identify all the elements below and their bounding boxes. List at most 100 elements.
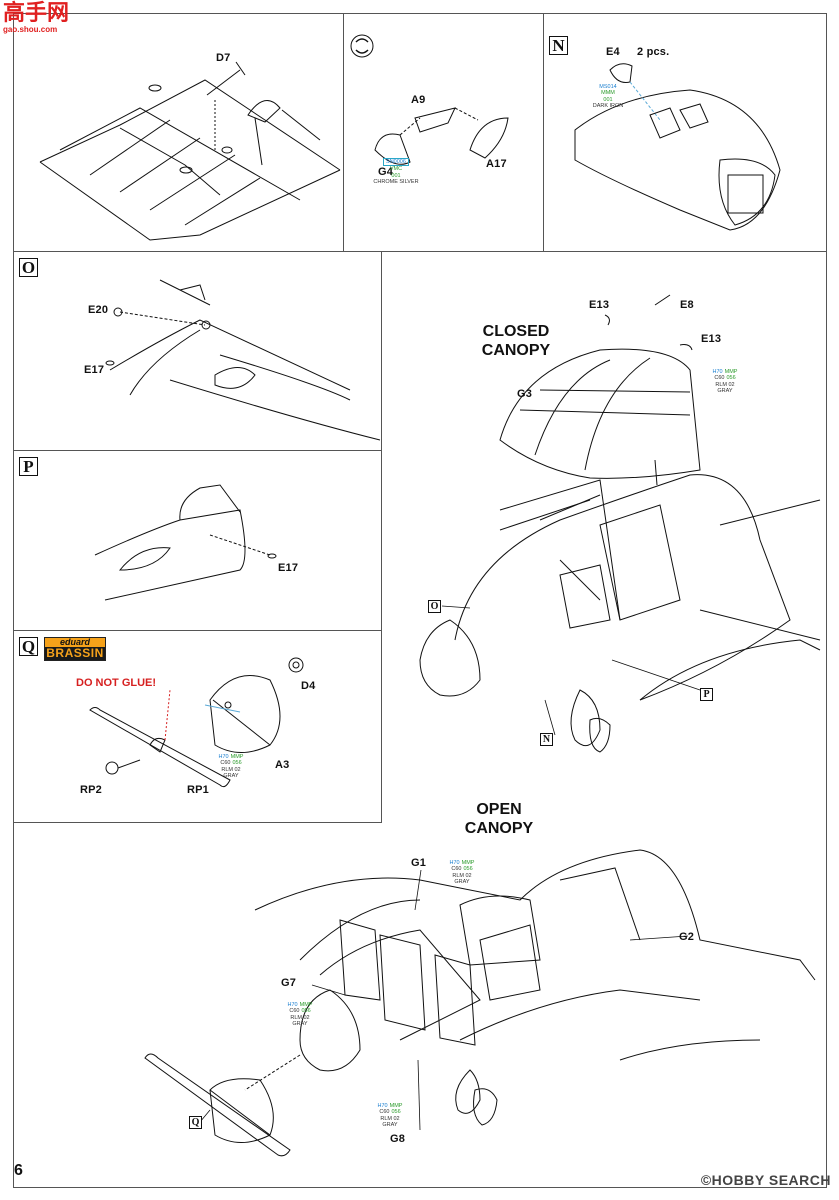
paint-number: 056 <box>232 760 242 767</box>
part-label-g4: G4 <box>378 166 394 178</box>
ref-step-o: O <box>428 600 441 613</box>
wing-panel-drawing <box>39 61 341 241</box>
open-canopy-aircraft-drawing <box>144 849 816 1157</box>
paint-rlm: RLM 02 <box>290 1014 310 1021</box>
main-assembly-frame <box>13 251 827 1188</box>
part-label-a9: A9 <box>411 94 426 106</box>
paint-c-code: C60 <box>379 1109 390 1116</box>
propeller-spinner-drawing <box>89 657 304 788</box>
paint-number: 056 <box>301 1008 311 1015</box>
watermark-logo-text: 高手网 <box>3 1 70 26</box>
paint-number: 056 <box>391 1109 401 1116</box>
ref-step-n: N <box>540 733 553 746</box>
paint-rlm: RLM 02 <box>452 872 472 879</box>
paint-h-code: H70 <box>218 754 229 760</box>
ref-step-p: P <box>700 688 713 701</box>
do-not-glue-warning: DO NOT GLUE! <box>76 677 157 689</box>
hobby-search-credit: ©HOBBY SEARCH <box>700 1172 831 1188</box>
part-label-g8: G8 <box>390 1133 406 1145</box>
paint-name: CHROME SILVER <box>373 178 419 185</box>
part-label-e4: E4 <box>606 46 620 58</box>
paint-c-code: C60 <box>289 1008 300 1015</box>
leader-lines <box>199 605 701 1131</box>
paint-callout-dark-iron: MS014 MMM 001 DARK IRON <box>588 84 628 109</box>
closed-canopy-title: CLOSED CANOPY <box>468 322 564 360</box>
title-line-2: CANOPY <box>464 820 534 837</box>
paint-number: 056 <box>726 375 736 382</box>
page-number: 6 <box>14 1162 23 1179</box>
paint-brand: VMC <box>389 166 403 173</box>
paint-mmp: MMP <box>461 860 475 866</box>
paint-number: 056 <box>463 866 473 873</box>
fuselage-step-o-drawing <box>105 279 381 441</box>
part-label-g3: G3 <box>517 388 533 400</box>
paint-h-code: H70 <box>377 1103 388 1109</box>
engine-cowling-drawing <box>574 63 781 231</box>
paint-mmp: MMP <box>230 754 244 760</box>
step-letter-n: N <box>549 36 568 55</box>
eduard-brassin-badge: eduard BRASSIN <box>44 637 106 661</box>
closed-canopy-aircraft-drawing <box>419 294 821 753</box>
brand-top: eduard <box>45 638 105 647</box>
step-panel-n <box>543 13 827 252</box>
paint-mmp: MMP <box>299 1002 313 1008</box>
title-line-1: CLOSED <box>482 323 550 340</box>
part-label-e20: E20 <box>88 304 109 316</box>
title-line-2: CANOPY <box>481 342 551 359</box>
title-line-1: OPEN <box>476 801 522 818</box>
paint-brand: MMM <box>601 90 615 97</box>
paint-name: GRAY <box>292 1020 308 1027</box>
paint-mmp: MMP <box>724 369 738 375</box>
part-label-e13: E13 <box>589 299 610 311</box>
part-label-e17: E17 <box>278 562 299 574</box>
paint-h-code: H70 <box>287 1002 298 1008</box>
paint-mmp: MMP <box>389 1103 403 1109</box>
paint-rlm: RLM 02 <box>380 1115 400 1122</box>
paint-h-code: H70 <box>712 369 723 375</box>
part-label-d4: D4 <box>301 680 316 692</box>
part-label-e13: E13 <box>701 333 722 345</box>
ref-step-q: Q <box>189 1116 202 1129</box>
paint-c-code: C60 <box>451 866 462 873</box>
paint-name: GRAY <box>717 387 733 394</box>
step-letter-p: P <box>19 457 38 476</box>
paint-name: DARK IRON <box>592 102 624 109</box>
part-quantity: 2 pcs. <box>637 46 670 58</box>
paint-number: 001 <box>603 96 613 103</box>
fuselage-step-p-drawing <box>94 484 277 601</box>
step-letter-q: Q <box>19 637 38 656</box>
part-label-rp1: RP1 <box>187 784 209 796</box>
paint-callout-chrome-silver: SN0006 VMC 001 CHROME SILVER <box>368 158 424 185</box>
brand-bottom: BRASSIN <box>45 646 105 660</box>
part-label-g2: G2 <box>679 931 695 943</box>
paint-name: GRAY <box>382 1121 398 1128</box>
paint-c-code: C60 <box>714 375 725 382</box>
open-canopy-title: OPEN CANOPY <box>451 800 547 838</box>
antenna-mast-drawing <box>350 34 509 165</box>
paint-rlm: RLM 02 <box>221 766 241 773</box>
paint-name: GRAY <box>223 772 239 779</box>
paint-number: 001 <box>391 172 401 179</box>
part-label-d7: D7 <box>216 52 231 64</box>
paint-h-code: H70 <box>449 860 460 866</box>
part-label-a3: A3 <box>275 759 290 771</box>
paint-code: SN0006 <box>383 158 409 167</box>
part-label-g1: G1 <box>411 857 427 869</box>
part-label-rp2: RP2 <box>80 784 102 796</box>
step-letter-o: O <box>19 258 38 277</box>
paint-code: MS014 <box>599 84 617 90</box>
paint-name: GRAY <box>454 878 470 885</box>
part-label-a17: A17 <box>486 158 507 170</box>
paint-rlm: RLM 02 <box>715 381 735 388</box>
paint-c-code: C60 <box>220 760 231 767</box>
watermark-url: gao.shou.com <box>3 25 58 34</box>
watermark-logo: 高手网 gao.shou.com <box>3 2 69 34</box>
part-label-g7: G7 <box>281 977 297 989</box>
part-label-e8: E8 <box>680 299 694 311</box>
